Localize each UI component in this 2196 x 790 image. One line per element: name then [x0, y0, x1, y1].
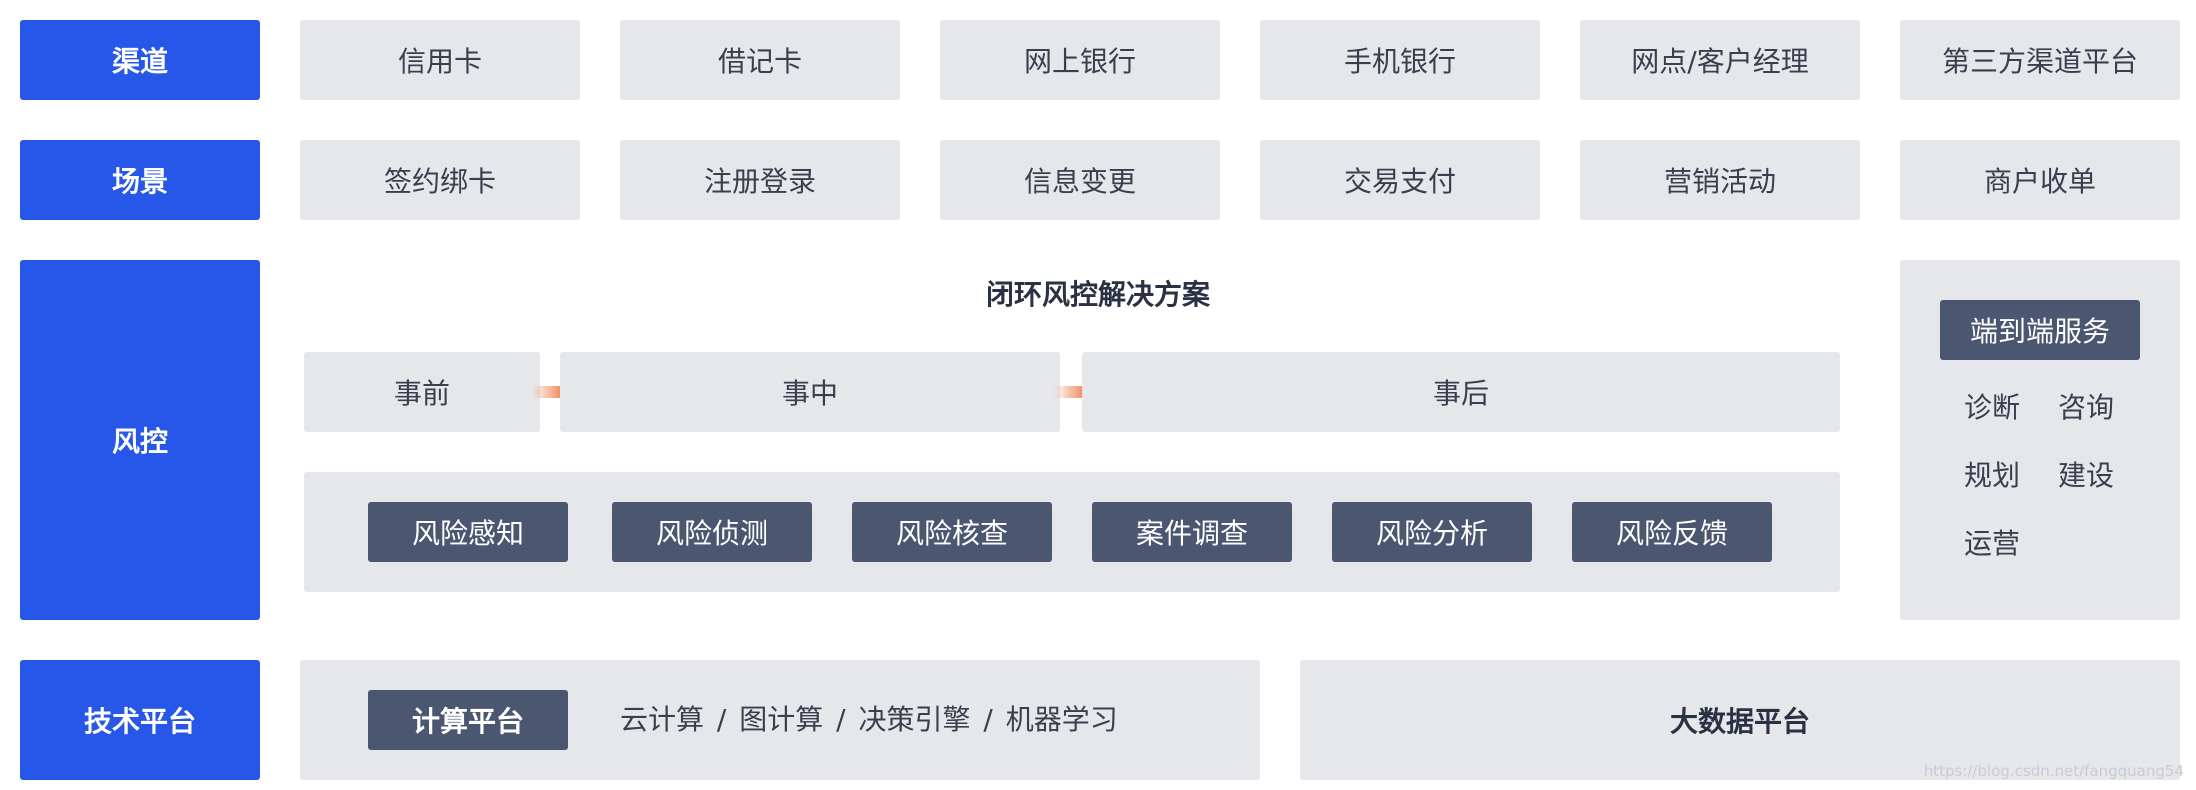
channel-item: 信用卡	[300, 20, 580, 100]
row-header-scene: 场景	[20, 140, 260, 220]
capability-item: 风险侦测	[612, 502, 812, 562]
scene-item: 商户收单	[1900, 140, 2180, 220]
service-item: 诊断	[1964, 391, 2021, 424]
phase-before: 事前	[304, 352, 540, 432]
service-title: 端到端服务	[1940, 300, 2140, 360]
channel-item: 网上银行	[940, 20, 1220, 100]
scene-item: 注册登录	[620, 140, 900, 220]
service-item: 规划	[1964, 459, 2021, 492]
scene-item: 信息变更	[940, 140, 1220, 220]
service-item: 运营	[1964, 527, 2021, 560]
capability-item: 风险核查	[852, 502, 1052, 562]
phase-during: 事中	[560, 352, 1060, 432]
scene-item: 交易支付	[1260, 140, 1540, 220]
row-header-tech: 技术平台	[20, 660, 260, 780]
channel-item: 手机银行	[1260, 20, 1540, 100]
row-header-channel: 渠道	[20, 20, 260, 100]
channel-item: 借记卡	[620, 20, 900, 100]
row-header-risk: 风控	[20, 260, 260, 620]
capability-item: 风险感知	[368, 502, 568, 562]
compute-platform-desc: 云计算 / 图计算 / 决策引擎 / 机器学习	[620, 703, 1118, 736]
bigdata-platform: 大数据平台	[1300, 660, 2180, 780]
capability-item: 风险分析	[1332, 502, 1532, 562]
solution-title: 闭环风控解决方案	[986, 278, 1211, 311]
scene-item: 营销活动	[1580, 140, 1860, 220]
scene-item: 签约绑卡	[300, 140, 580, 220]
capability-item: 案件调查	[1092, 502, 1292, 562]
capability-item: 风险反馈	[1572, 502, 1772, 562]
channel-item: 网点/客户经理	[1580, 20, 1860, 100]
compute-platform-label: 计算平台	[368, 690, 568, 750]
channel-item: 第三方渠道平台	[1900, 20, 2180, 100]
phase-after: 事后	[1082, 352, 1840, 432]
watermark: https://blog.csdn.net/fangquang54	[1923, 762, 2184, 780]
service-item: 建设	[2058, 459, 2115, 492]
service-item: 咨询	[2058, 391, 2115, 424]
